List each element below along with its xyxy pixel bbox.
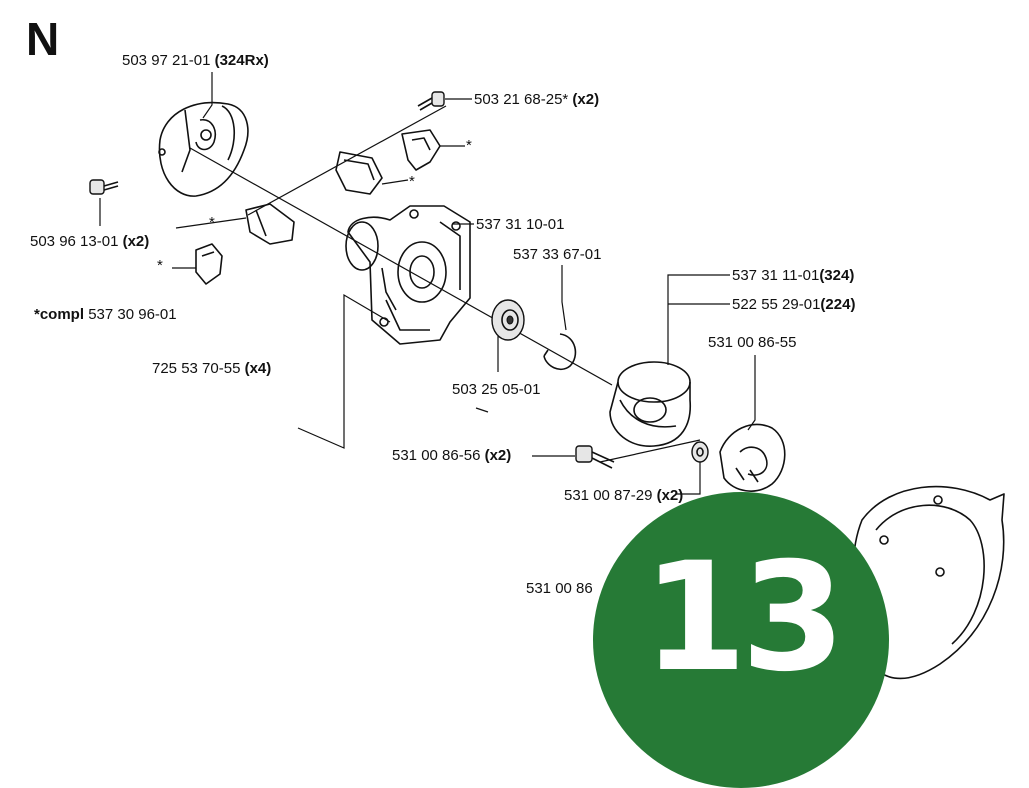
part-number: 537 33 67-01: [513, 246, 602, 263]
part-number: 531 00 86-56: [392, 447, 481, 464]
part-number: 531 00 86: [526, 580, 593, 597]
bearing-part: [491, 299, 525, 341]
label-shoulder-screw: 531 00 86-56 (x2): [392, 447, 511, 465]
label-bottom-part: 531 00 86: [526, 580, 593, 598]
part-note: (224): [820, 296, 856, 313]
label-outer-housing: 503 97 21-01 (324Rx): [122, 52, 269, 70]
part-number: 531 00 86-55: [708, 334, 797, 351]
part-number: 503 97 21-01: [122, 52, 211, 69]
shoulder-screw-part: [575, 445, 615, 469]
leader-lines: [99, 72, 756, 495]
part-note: (x2): [572, 91, 600, 108]
star-marker: *: [209, 214, 215, 231]
star-marker: *: [466, 137, 472, 154]
washer-part: [691, 441, 709, 463]
clutch-drum-part: [609, 361, 692, 447]
label-washer: 531 00 87-29 (x2): [564, 487, 683, 505]
section-letter: N: [26, 13, 60, 65]
part-note: (x2): [656, 487, 684, 504]
label-screw-top: 503 21 68-25* (x2): [474, 91, 599, 109]
page-number-badge: 13: [593, 492, 889, 788]
part-note: (324): [819, 267, 855, 284]
clutch-part: [719, 423, 786, 492]
part-note: (x4): [244, 360, 272, 377]
outer-housing-part: [158, 101, 249, 197]
label-screw-x4: 725 53 70-55 (x4): [152, 360, 271, 378]
screw-top-part: [417, 91, 445, 111]
label-drum-224: 522 55 29-01(224): [732, 296, 855, 314]
part-number: 537 31 10-01: [476, 216, 565, 233]
page-number: 13: [642, 531, 846, 705]
circlip-part: [543, 333, 577, 371]
part-number: 537 30 96-01: [88, 306, 177, 323]
clutch-housing-part: [345, 205, 471, 345]
part-note: (324Rx): [214, 52, 269, 69]
part-note: (x2): [122, 233, 150, 250]
part-number: 531 00 87-29: [564, 487, 653, 504]
label-clutch: 531 00 86-55: [708, 334, 796, 352]
diagram-drawing: [89, 72, 1005, 680]
label-bearing: 503 25 05-01: [452, 381, 540, 399]
star-marker: *: [409, 173, 415, 190]
part-note: (x2): [484, 447, 512, 464]
part-number: 522 55 29-01: [732, 296, 821, 313]
label-compl-kit: *compl 537 30 96-01: [34, 306, 177, 324]
part-number: 503 96 13-01: [30, 233, 119, 250]
kit-prefix: *compl: [34, 306, 85, 323]
bracket-parts: [195, 129, 441, 285]
label-circlip: 537 33 67-01: [513, 246, 601, 264]
star-marker: *: [157, 257, 163, 274]
part-number: 503 21 68-25*: [474, 91, 569, 108]
label-drum-324: 537 31 11-01(324): [732, 267, 854, 285]
exploded-parts-diagram: N 503 97 21-01 (324Rx) 503 21 68-25* (x2…: [26, 13, 1005, 788]
part-number: 537 31 11-01: [732, 267, 820, 284]
label-screw-left: 503 96 13-01 (x2): [30, 233, 149, 251]
screw-left-part: [89, 179, 119, 195]
part-number: 725 53 70-55: [152, 360, 241, 377]
label-clutch-housing: 537 31 10-01: [476, 216, 564, 234]
part-number: 503 25 05-01: [452, 381, 541, 398]
